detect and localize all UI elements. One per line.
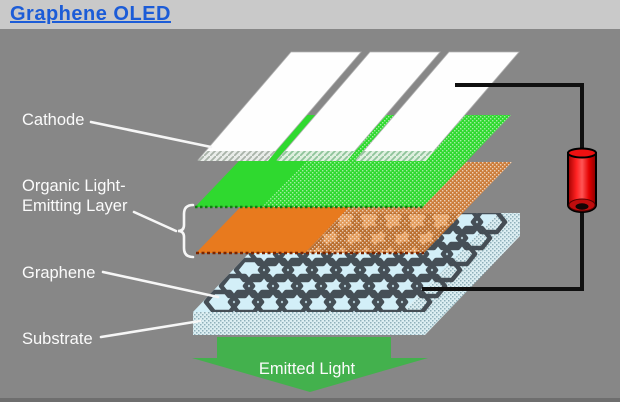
cathode-leader-line <box>89 120 213 149</box>
graphene-hexagon <box>395 289 433 312</box>
graphene-hexagon <box>323 289 361 312</box>
graphene-hexagon <box>386 273 424 299</box>
graphene-hexagon <box>371 289 409 312</box>
emitted-light-arrow <box>192 337 428 392</box>
organic-layer-brace <box>177 203 195 259</box>
graphene-label: Graphene <box>22 264 95 282</box>
graphene-hexagon <box>377 257 415 283</box>
graphene-hexagon <box>401 257 439 283</box>
graphene-hexagon <box>338 273 376 299</box>
battery-top <box>567 147 597 159</box>
organic-label-line2: Emitting Layer <box>22 197 128 215</box>
graphene-hexagon <box>218 273 256 299</box>
wire-cathode-to-battery <box>455 83 584 150</box>
graphene-hexagon <box>266 273 304 299</box>
graphene-hexagon <box>470 213 508 235</box>
graphene-leader-line <box>101 270 220 299</box>
cathode-strip-hatched-edges <box>198 151 434 161</box>
graphene-hexagon <box>314 273 352 299</box>
graphene-hexagon <box>362 273 400 299</box>
graphene-hexagon <box>203 289 241 312</box>
graphene-hexagon <box>353 257 391 283</box>
graphene-hexagon <box>227 289 265 312</box>
graphene-hexagon <box>347 289 385 312</box>
cathode-label: Cathode <box>22 111 84 129</box>
graphene-hexagon <box>425 257 463 283</box>
bottom-border <box>0 398 620 402</box>
graphene-hexagon <box>251 289 289 312</box>
graphene-hexagon <box>305 257 343 283</box>
wire-battery-to-graphene <box>422 210 584 291</box>
organic-layer-orange-dot-texture <box>305 162 512 253</box>
graphene-hexagon <box>242 273 280 299</box>
graphene-hexagon <box>410 273 448 299</box>
cathode-strips <box>197 51 520 161</box>
graphene-hexagon <box>446 213 484 235</box>
organic-label-line1: Organic Light- <box>22 177 126 195</box>
graphene-hexagon <box>233 257 271 283</box>
substrate-front-face <box>193 312 425 335</box>
substrate-side-face <box>425 213 520 335</box>
graphene-hexagon <box>299 289 337 312</box>
graphene-hexagon <box>257 257 295 283</box>
page-title: Graphene OLED <box>10 3 171 25</box>
battery-icon <box>567 147 597 213</box>
graphene-hexagon <box>290 273 328 299</box>
graphene-hexagon <box>275 289 313 312</box>
organic-leader-line <box>132 210 178 233</box>
graphene-hexagon <box>455 225 493 251</box>
substrate-label: Substrate <box>22 330 93 348</box>
graphene-hexagon <box>440 241 478 267</box>
emitted-light-label: Emitted Light <box>259 360 356 378</box>
graphene-hexagon <box>329 257 367 283</box>
title-bar: Graphene OLED <box>0 0 620 29</box>
substrate-leader-line <box>99 319 202 339</box>
graphene-hexagon <box>281 257 319 283</box>
